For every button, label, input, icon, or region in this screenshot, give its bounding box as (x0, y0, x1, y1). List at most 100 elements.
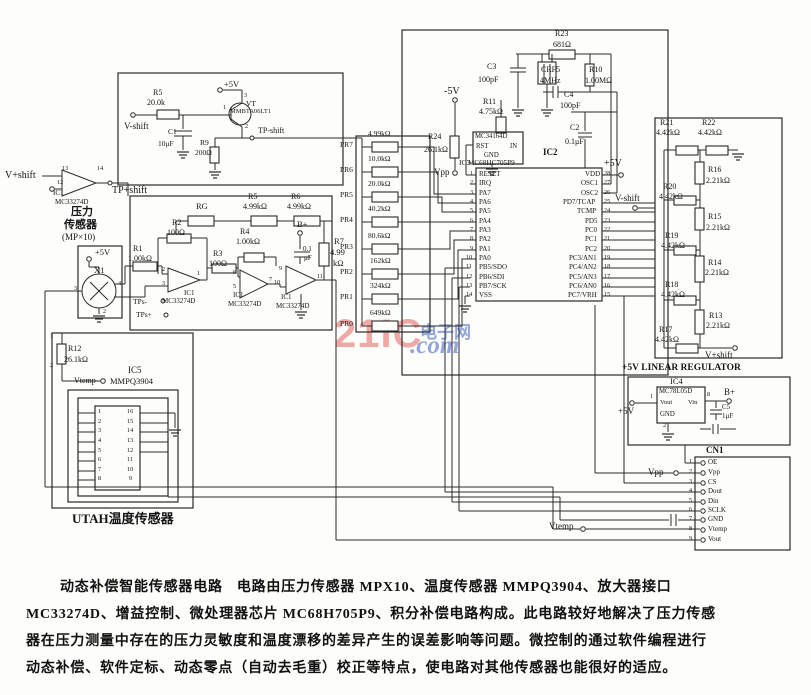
u-rd4: 25 (604, 198, 611, 205)
u-ld11: 11 (466, 263, 472, 270)
u-ld5: 5 (470, 207, 474, 214)
u-l4: PA6 (479, 198, 491, 206)
u-l1: RESET (479, 170, 501, 178)
cn1-title: CN1 (706, 445, 724, 455)
u-ld7: 7 (470, 226, 474, 233)
u-rd3: 26 (604, 189, 611, 196)
oa2-pin2: 2 (162, 266, 166, 273)
r22-val: 4.42kΩ (698, 128, 722, 137)
oa4-pin9: 9 (279, 265, 283, 272)
sensor-pin2: 2 (103, 308, 107, 315)
q-ld3: 3 (98, 427, 102, 434)
ic4-gnd: GND (660, 411, 675, 418)
c1-val: 10μF (158, 139, 174, 148)
oa3-pin5: 5 (233, 283, 237, 290)
caption-line-2: MC33274D、增益控制、微处理器芯片 MC68H705P9、积分补偿电路构成… (26, 607, 716, 622)
cn1-d1: 1 (689, 458, 693, 465)
watermark-brand: 21IC (334, 312, 423, 356)
u-rd5: 24 (604, 207, 611, 214)
tp-plus-shift: TP+shift (112, 185, 148, 196)
r17-ref: R17 (659, 325, 673, 334)
u-l9: PA1 (479, 245, 491, 253)
r6-ref: R6 (291, 192, 301, 201)
pressure-3: (MP×10) (62, 232, 96, 242)
neg5v: -5V (444, 86, 460, 97)
r18-ref: R18 (665, 280, 679, 289)
u-rd1: 28 (604, 170, 611, 177)
caption-line-1: 动态补偿智能传感器电路电路由压力传感器 MPX10、温度传感器 MMPQ3904… (60, 576, 672, 596)
pr0-ref: PR0 (340, 319, 353, 328)
reg-title: +5V LINEAR REGULATOR (622, 363, 741, 373)
r13-val: 2.21kΩ (706, 321, 730, 330)
u-ld6: 6 (470, 217, 474, 224)
u-l13: PB7/SCK (479, 282, 507, 290)
r1-ref: R1 (133, 244, 143, 253)
ic3-gnd: GND (484, 152, 499, 159)
r7-ref: R7 (334, 236, 344, 246)
c4-val: 100pF (560, 101, 581, 110)
r12-ref: R12 (68, 344, 82, 353)
u-l12: PB6/SDI (479, 273, 505, 281)
u-ld9: 9 (470, 245, 474, 252)
tps-minus: TPs- (133, 297, 148, 306)
ic4-pin2: 2 (663, 422, 667, 429)
caption-line1-rest: 电路由压力传感器 MPX10、温度传感器 MMPQ3904、放大器接口 (236, 580, 672, 595)
u-r10: PC3/AN1 (569, 254, 597, 262)
r18-val: 4.42kΩ (661, 290, 685, 299)
u-l14: VSS (479, 291, 492, 299)
q-rd8: 9 (129, 475, 133, 482)
ic5-part: MMPQ3904 (110, 376, 153, 386)
u-r11: PC4/AN2 (569, 263, 597, 271)
ic2-ref: IC2 (543, 147, 558, 157)
r20-ref: R20 (663, 182, 677, 191)
r13-ref: R13 (709, 311, 723, 320)
ic4-vout: Vout (660, 399, 673, 406)
vtemp-left: Vtemp (74, 376, 96, 385)
ic3-part: MC34164D (475, 133, 508, 140)
q-rd5: 12 (127, 447, 134, 454)
r22-ref: R22 (702, 118, 716, 127)
u-ld14: 14 (466, 291, 473, 298)
cn1-l6: SCLK (708, 506, 726, 514)
u-r12: PC5/AN3 (569, 273, 597, 281)
u-l5: PA5 (479, 207, 491, 215)
q1-pin1: 1 (223, 104, 227, 111)
r2r-ladder-box (638, 117, 783, 359)
pr1-val: 324kΩ (370, 281, 391, 290)
cn1-l5: Din (708, 497, 719, 505)
q-rd1: 16 (127, 408, 134, 415)
pr1-ref: PR1 (340, 292, 353, 301)
r5-val: 20.0k (147, 98, 165, 107)
u-l11: PB5/SDO (479, 263, 508, 271)
mcu-section-box (401, 29, 669, 376)
sensor-x1: X1 (94, 265, 105, 275)
u-r1: VDD (585, 170, 601, 178)
amplifier-box (129, 195, 336, 331)
mcu-chip (444, 167, 655, 511)
oa4-ref: IC1 (281, 293, 292, 301)
oa2-pin3: 3 (162, 280, 166, 287)
c3-val: 100pF (478, 75, 499, 84)
q-ld8: 8 (98, 475, 102, 482)
u-l7: PA3 (479, 226, 491, 234)
q1-plus5v: +5V (224, 79, 240, 89)
ic3-rst: RST (476, 143, 489, 150)
ic4-vin: Vin (688, 399, 698, 406)
oa2-part: MC33274D (162, 297, 196, 305)
oa1-ref: IC1 (53, 189, 64, 197)
u-r6: PD5 (585, 217, 598, 225)
q-ld4: 4 (98, 437, 102, 444)
q1-ref: VT (246, 99, 256, 108)
c5-ref: C5 (722, 403, 731, 411)
r19-val: 4.42kΩ (661, 241, 685, 250)
u-r5: TCMP (577, 207, 597, 215)
vplus-shift-opamp (42, 169, 129, 197)
c-amp-val1: 0.1 (303, 245, 312, 253)
u-rd6: 23 (604, 217, 611, 224)
u-rd2: 27 (604, 179, 611, 186)
r4-ref: R4 (240, 227, 250, 236)
vshift-buffer-box (117, 72, 362, 186)
r7-val2: kΩ (333, 258, 344, 268)
bottom-routing (44, 291, 561, 529)
cn1-d7: 7 (689, 515, 693, 522)
